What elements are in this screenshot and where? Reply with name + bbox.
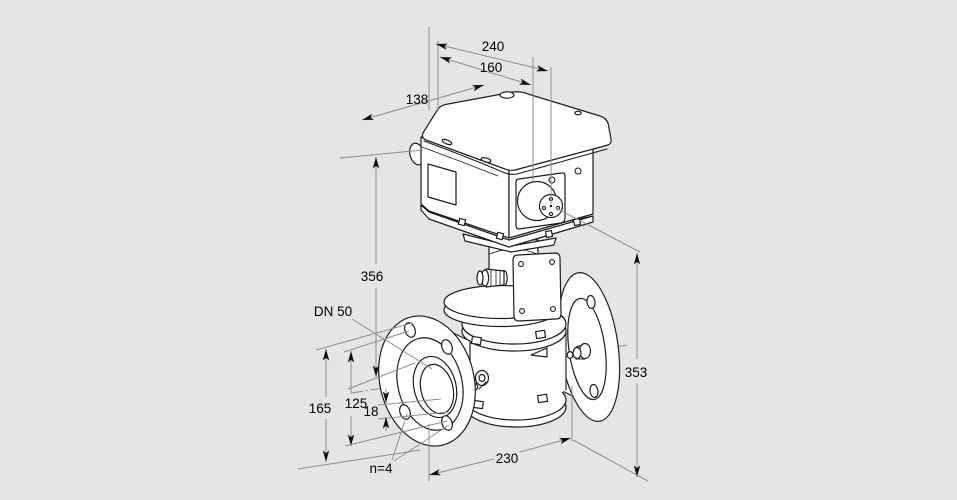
label-recess (427, 163, 457, 206)
panel-screw (574, 167, 582, 175)
dim-356: 356 (339, 149, 424, 390)
bolt-hole (586, 294, 596, 310)
flange-left (378, 315, 476, 447)
dim-138: 138 (361, 84, 485, 121)
dim-125-label: 125 (345, 396, 368, 411)
dim-160-label: 160 (480, 60, 503, 75)
actuator (409, 91, 612, 248)
dim-18-label: 18 (363, 404, 378, 419)
dim-n4: n=4 (370, 413, 450, 476)
dimension-annotations: 240 160 138 356 DN 50 (297, 27, 649, 482)
plate-screw (549, 259, 555, 265)
panel-screw (548, 176, 556, 184)
bolt-hole (441, 339, 453, 355)
dim-353: 353 (555, 207, 649, 482)
dim-18: 18 (363, 389, 450, 431)
plate-screw (550, 306, 556, 312)
flange-right (557, 272, 621, 422)
dim-dn50: DN 50 (314, 304, 433, 370)
lid-cap (499, 91, 515, 99)
bolt-hole (441, 415, 453, 431)
dim-160: 160 (439, 56, 532, 86)
test-nipple-left (471, 369, 490, 391)
body-tab (537, 393, 549, 404)
dim-125: 125 (343, 330, 448, 447)
dim-356-label: 356 (361, 269, 384, 284)
dim-dn50-label: DN 50 (314, 304, 352, 319)
plate-screw (519, 308, 525, 314)
dim-230-label: 230 (496, 451, 519, 466)
body-tab (470, 335, 482, 346)
flow-direction-arrow (530, 347, 548, 358)
dim-138-label: 138 (406, 92, 429, 107)
dim-n4-label: n=4 (370, 461, 393, 476)
dim-230: 230 (428, 386, 573, 481)
plate-screw (518, 261, 524, 267)
dim-165: 165 (297, 322, 421, 470)
actuator-skirt (420, 204, 594, 248)
test-nipple-right (566, 342, 592, 360)
neck-plate (512, 252, 562, 322)
dim-353-label: 353 (625, 365, 648, 380)
body-tab (535, 329, 547, 340)
neck-fitting (476, 268, 508, 288)
dim-240-label: 240 (482, 39, 505, 54)
bolt-hole (589, 383, 599, 399)
dim-165-label: 165 (309, 401, 332, 416)
